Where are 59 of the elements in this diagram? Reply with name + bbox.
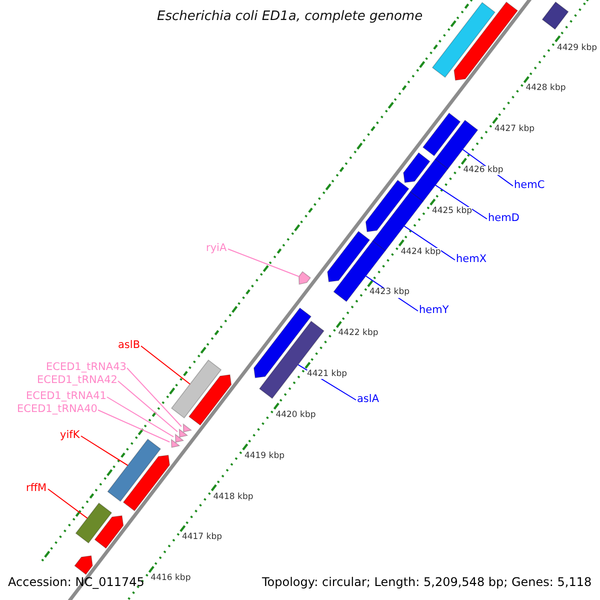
leader-line — [48, 488, 88, 519]
gene-feature — [403, 152, 430, 183]
gene-feature — [542, 1, 569, 30]
gene-label: rffM — [26, 483, 47, 495]
gene-label: ryiA — [206, 243, 227, 255]
gene-label: hemX — [456, 254, 487, 266]
scale-label: 4427 kbp — [494, 125, 534, 135]
gene-feature — [94, 515, 124, 549]
scale-label: 4417 kbp — [182, 533, 222, 543]
leader-line — [80, 436, 128, 466]
scale-label: 4421 kbp — [306, 370, 347, 380]
gene-label: hemC — [514, 180, 545, 192]
scale-label: 4420 kbp — [276, 410, 316, 420]
trna-marker — [170, 438, 180, 448]
leader-line — [140, 346, 190, 385]
scale-label: 4426 kbp — [463, 166, 504, 176]
scale-label: 4428 kbp — [526, 84, 566, 94]
genome-summary: Topology: circular; Length: 5,209,548 bp; Genes: 5,118 — [262, 576, 592, 590]
gene-label: aslB — [118, 340, 140, 352]
gene-feature — [75, 502, 112, 544]
leader-line — [435, 184, 488, 220]
leader-line — [126, 368, 182, 427]
leader-line — [98, 410, 170, 442]
gene-feature — [107, 438, 162, 502]
scale-label: 4424 kbp — [400, 248, 441, 258]
leader-line — [404, 226, 456, 260]
leader-line — [228, 248, 300, 277]
gene-label: aslA — [357, 394, 380, 406]
leader-line — [106, 396, 174, 438]
gene-feature — [432, 2, 496, 78]
leader-line — [118, 380, 178, 432]
gene-label: ECED1_tRNA43 — [46, 362, 126, 374]
gene-label: hemD — [488, 213, 520, 225]
trna-marker — [182, 423, 192, 432]
trna-marker — [178, 428, 188, 438]
gene-feature — [74, 555, 93, 575]
scale-label: 4429 kbp — [556, 44, 597, 53]
gene-feature — [365, 180, 410, 232]
scale-label: 4419 kbp — [244, 452, 284, 462]
gene-feature — [122, 454, 170, 512]
gene-label: hemY — [419, 305, 449, 317]
scale-label: 4418 kbp — [213, 492, 254, 502]
scale-label: 4423 kbp — [369, 288, 410, 298]
scale-label: 4425 kbp — [432, 206, 472, 216]
gene-feature — [298, 271, 311, 285]
gene-label: ECED1_tRNA41 — [26, 391, 106, 403]
gene-feature — [422, 112, 461, 156]
scale-label: 4416 kbp — [150, 574, 191, 584]
gene-feature — [188, 374, 232, 426]
trna-marker — [174, 434, 184, 443]
gene-feature — [170, 360, 222, 418]
gene-label: yifK — [60, 430, 80, 442]
gene-label: ECED1_tRNA40 — [17, 404, 98, 416]
gene-label: ECED1_tRNA42 — [37, 375, 118, 387]
accession-text: Accession: NC_011745 — [8, 576, 144, 590]
map-title: Escherichia coli ED1a, complete genome — [157, 10, 423, 24]
gene-feature — [454, 2, 518, 81]
scale-label: 4422 kbp — [338, 329, 378, 339]
gene-feature — [327, 230, 370, 282]
